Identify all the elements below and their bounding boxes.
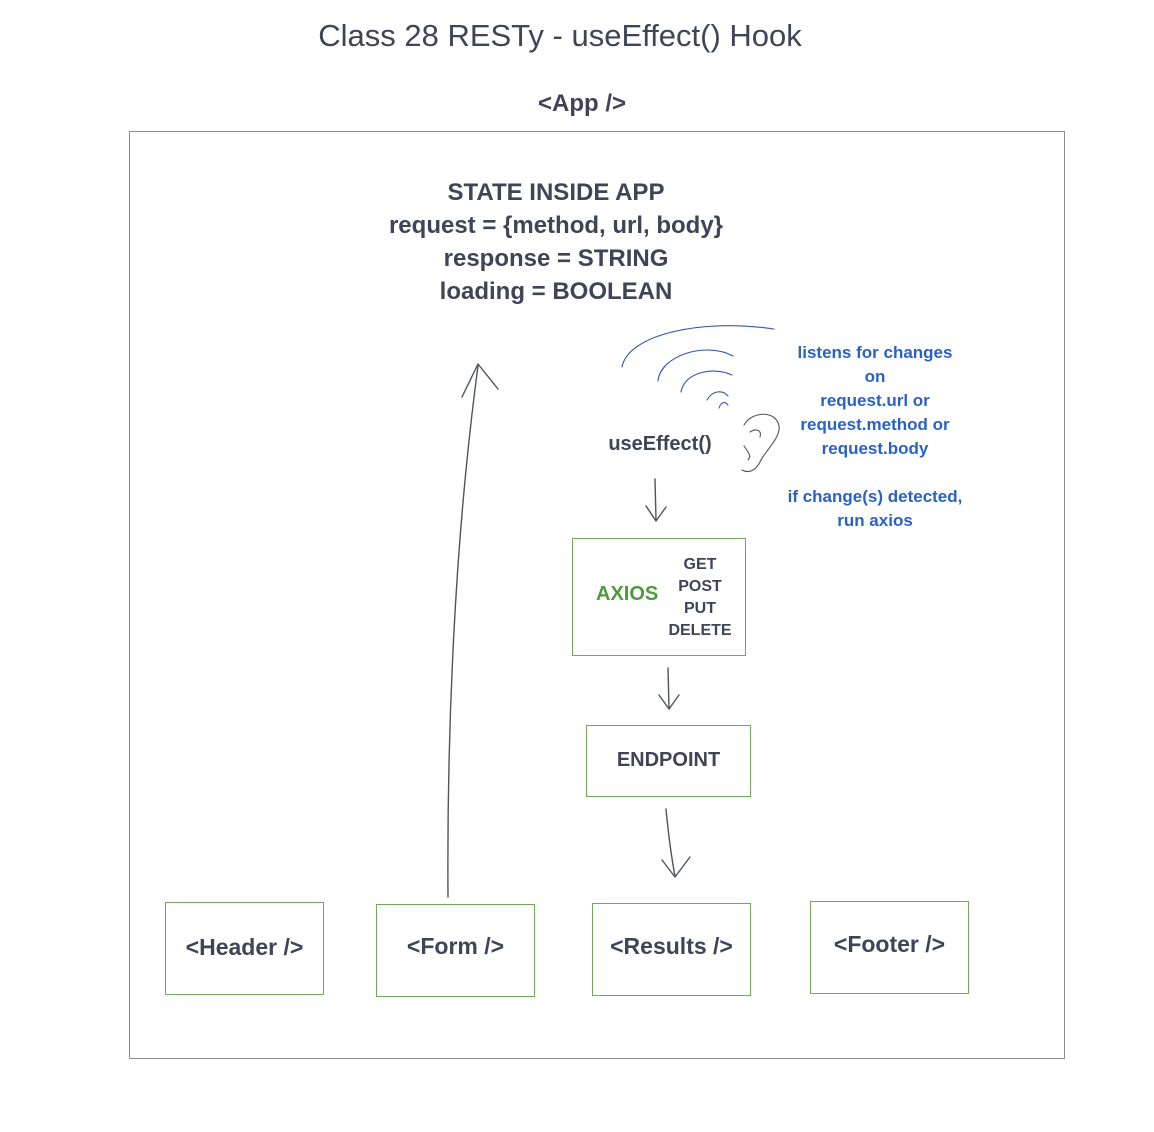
listening-wave-outer [621, 325, 775, 368]
listening-wave-4 [706, 391, 729, 401]
header-component-box [165, 902, 324, 995]
footer-component-box [810, 901, 969, 994]
state-block: STATE INSIDE APP request = {method, url,… [330, 176, 782, 308]
http-methods-list: GET POST PUT DELETE [666, 554, 734, 642]
axios-to-endpoint-arrow-head [658, 694, 680, 710]
axios-box [572, 538, 746, 656]
header-component-label: <Header /> [185, 934, 304, 960]
note-line: request.url or [820, 391, 930, 410]
state-response-line: response = STRING [443, 245, 669, 272]
endpoint-to-results-arrow-head [661, 856, 691, 878]
app-component-label: <App /> [537, 90, 627, 117]
listening-wave-2 [657, 349, 734, 382]
note-line: run axios [837, 511, 913, 530]
method-put: PUT [684, 600, 716, 617]
useeffect-label: useEffect() [608, 433, 712, 455]
state-loading-line: loading = BOOLEAN [439, 278, 673, 305]
note-line: listens for changes [797, 343, 953, 362]
method-get: GET [683, 556, 717, 573]
form-to-state-arrow-head [461, 363, 499, 398]
useeffect-to-axios-arrow-head [645, 505, 667, 522]
form-component-box [376, 904, 535, 997]
note-line: if change(s) detected, [787, 487, 963, 506]
state-request-line: request = {method, url, body} [388, 212, 724, 239]
note-line: on [864, 367, 886, 386]
axios-label: AXIOS [596, 583, 659, 605]
note-line: request.method or [800, 415, 950, 434]
listening-wave-inner [718, 402, 729, 409]
app-component-frame [129, 131, 1065, 1059]
form-to-state-arrow-line [447, 365, 479, 898]
listening-wave-3 [680, 370, 733, 393]
listener-note: listens for changes on request.url or re… [770, 341, 980, 533]
footer-component-label: <Footer /> [833, 931, 946, 957]
method-post: POST [678, 578, 722, 595]
diagram-title: Class 28 RESTy - useEffect() Hook [318, 18, 802, 53]
endpoint-to-results-arrow-line [665, 808, 676, 877]
results-component-box [592, 903, 751, 996]
note-line: request.body [821, 439, 929, 458]
form-component-label: <Form /> [406, 933, 505, 959]
endpoint-box [586, 725, 751, 797]
endpoint-label: ENDPOINT [616, 749, 721, 771]
method-delete: DELETE [668, 622, 732, 639]
state-heading: STATE INSIDE APP [447, 179, 665, 206]
axios-to-endpoint-arrow-line [667, 667, 670, 710]
useeffect-to-axios-arrow-line [654, 478, 657, 521]
results-component-label: <Results /> [610, 933, 733, 959]
ear-icon [741, 413, 780, 473]
